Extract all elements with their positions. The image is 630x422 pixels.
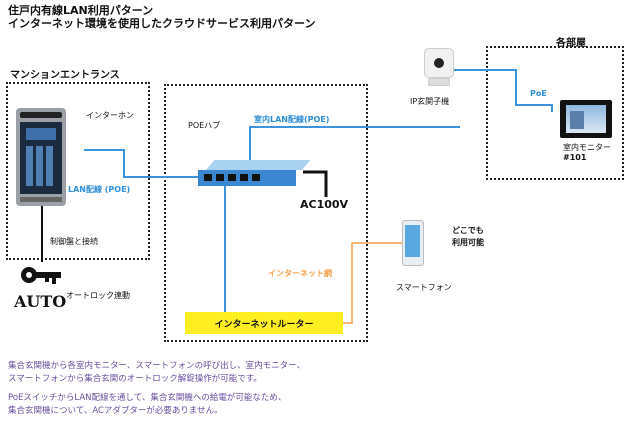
control-panel-label: 制御盤と接続	[50, 237, 98, 246]
room-lan-poe-label: 室内LAN配線(POE)	[254, 115, 330, 124]
autolock-label: オートロック連動	[66, 291, 130, 300]
poe-hub-label: POEハブ	[188, 121, 221, 130]
ip-camera-icon	[420, 46, 456, 86]
router-label: インターネットルーター	[214, 319, 314, 330]
footer-paragraph2-line2: 集合玄関機について、ACアダプターが必要ありません。	[8, 406, 223, 416]
footer-paragraph1-line2: スマートフォンから集合玄関のオートロック解錠操作が可能です。	[8, 374, 262, 384]
footer-paragraph1-line1: 集合玄関機から各室内モニター、スマートフォンの呼び出し、室内モニター、	[8, 361, 306, 371]
key-icon	[21, 267, 61, 284]
poe-hub-icon	[196, 160, 311, 186]
intercom-label: インターホン	[86, 111, 134, 120]
intercom-device-icon	[16, 108, 66, 206]
entrance-section-label: マンションエントランス	[10, 70, 120, 81]
internet-line	[343, 242, 404, 324]
ac-power-line	[303, 170, 328, 197]
auto-label: AUTO	[14, 292, 67, 311]
lan-line-intercom-hub	[84, 149, 198, 178]
lan-line-camera-monitor	[438, 69, 553, 112]
room-monitor-label: 室内モニター	[563, 143, 611, 152]
ac100v-label: AC100V	[300, 198, 349, 211]
room-zone	[486, 46, 624, 180]
footer-paragraph2-line1: PoEスイッチからLAN配線を通して、集合玄関機への給電が可能なため、	[8, 393, 287, 403]
rooms-section-label: 各部屋	[556, 38, 586, 49]
lan-line-hub-room	[249, 126, 460, 170]
lan-poe-left-label: LAN配線 (POE)	[68, 185, 131, 194]
anywhere-label-line2: 利用可能	[452, 238, 484, 247]
ip-camera-label: IP玄関子機	[410, 97, 450, 106]
hub-zone	[164, 84, 368, 342]
internet-router: インターネットルーター	[185, 312, 343, 334]
room-monitor-icon	[560, 100, 612, 138]
internet-network-label: インターネット網	[268, 269, 332, 278]
smartphone-label: スマートフォン	[396, 283, 452, 292]
poe-label: PoE	[530, 89, 547, 98]
entrance-zone	[6, 82, 150, 260]
diagram-title-line2: インターネット環境を使用したクラウドサービス利用パターン	[8, 17, 316, 30]
diagram-title-line1: 住戸内有線LAN利用パターン	[8, 4, 154, 17]
room-number-label: #101	[563, 153, 587, 162]
anywhere-label-line1: どこでも	[452, 226, 484, 235]
smartphone-icon	[402, 220, 424, 266]
